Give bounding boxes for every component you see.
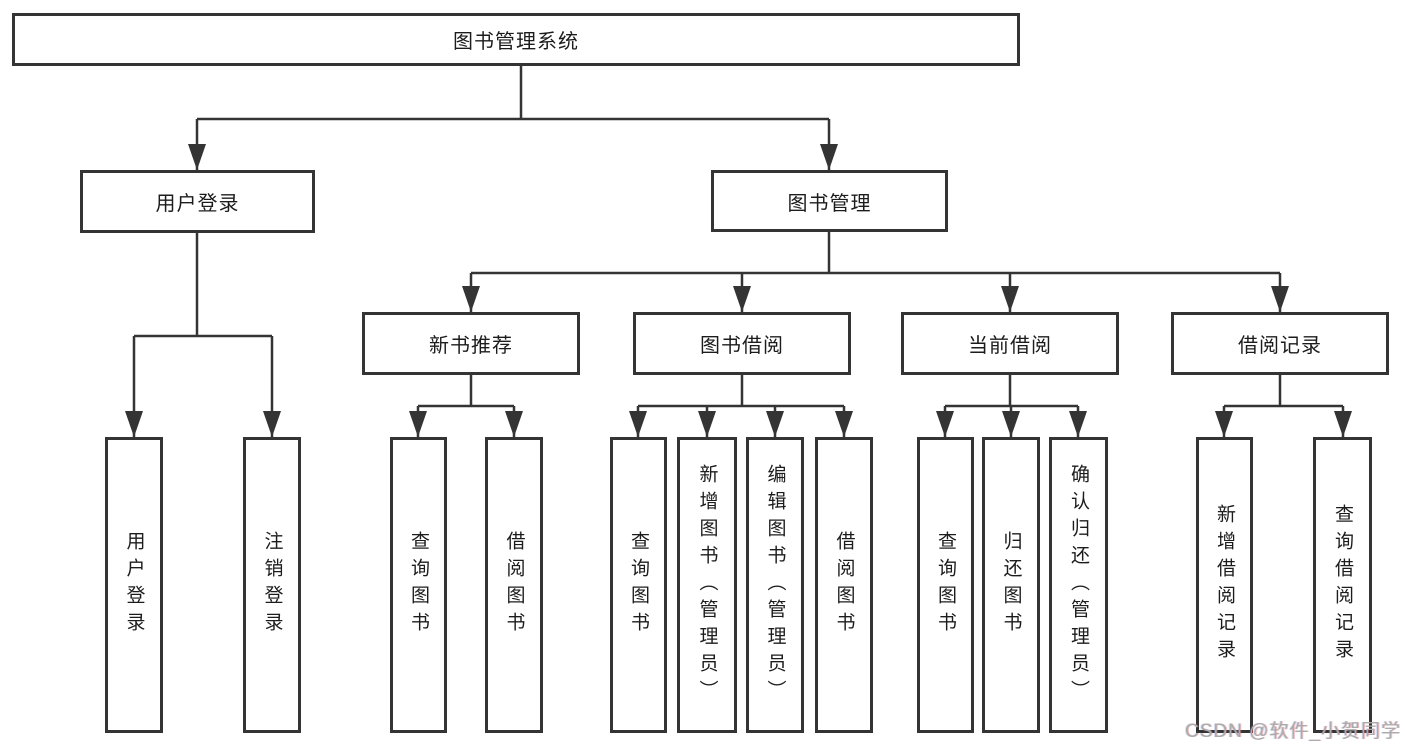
leaf-logout-label: 注销登录 bbox=[261, 531, 283, 639]
node-book-management-label: 图书管理 bbox=[787, 192, 872, 215]
leaf-edit-book: 编辑图书（管理员） bbox=[746, 437, 804, 733]
node-new-book-recommend-label: 新书推荐 bbox=[429, 335, 513, 357]
leaf-add-record-label: 新增借阅记录 bbox=[1214, 504, 1235, 666]
leaf-confirm-return: 确认归还（管理员） bbox=[1049, 437, 1108, 733]
leaf-query-book-1-label: 查询图书 bbox=[408, 531, 429, 639]
leaf-user-login: 用户登录 bbox=[105, 437, 163, 733]
leaf-borrow-book-1: 借阅图书 bbox=[485, 437, 543, 733]
leaf-add-book: 新增图书（管理员） bbox=[677, 437, 737, 733]
leaf-query-book-2-label: 查询图书 bbox=[628, 531, 649, 639]
leaf-user-login-label: 用户登录 bbox=[123, 531, 145, 639]
leaf-borrow-book-1-label: 借阅图书 bbox=[503, 531, 525, 639]
node-user-login: 用户登录 bbox=[80, 170, 315, 233]
leaf-edit-book-label: 编辑图书（管理员） bbox=[764, 463, 786, 707]
node-book-borrow: 图书借阅 bbox=[633, 312, 851, 375]
leaf-query-record-label: 查询借阅记录 bbox=[1332, 504, 1353, 666]
leaf-add-record: 新增借阅记录 bbox=[1196, 437, 1253, 733]
leaf-return-book: 归还图书 bbox=[982, 437, 1040, 733]
leaf-query-book-3-label: 查询图书 bbox=[935, 531, 956, 639]
leaf-borrow-book-2: 借阅图书 bbox=[815, 437, 873, 733]
watermark: CSDN @软件_小贺同学 bbox=[1185, 721, 1401, 742]
leaf-borrow-book-2-label: 借阅图书 bbox=[833, 531, 855, 639]
leaf-return-book-label: 归还图书 bbox=[1000, 531, 1022, 639]
node-user-login-label: 用户登录 bbox=[155, 193, 240, 215]
node-root-label: 图书管理系统 bbox=[453, 31, 579, 53]
node-borrow-records-label: 借阅记录 bbox=[1238, 335, 1322, 357]
node-current-borrow-label: 当前借阅 bbox=[968, 335, 1052, 357]
node-book-management: 图书管理 bbox=[711, 170, 948, 232]
leaf-confirm-return-label: 确认归还（管理员） bbox=[1068, 463, 1089, 707]
leaf-add-book-label: 新增图书（管理员） bbox=[696, 463, 718, 707]
leaf-query-record: 查询借阅记录 bbox=[1313, 437, 1372, 733]
leaf-query-book-2: 查询图书 bbox=[610, 437, 667, 733]
node-root: 图书管理系统 bbox=[12, 13, 1020, 66]
leaf-query-book-3: 查询图书 bbox=[917, 437, 974, 733]
node-borrow-records: 借阅记录 bbox=[1171, 312, 1389, 375]
leaf-logout: 注销登录 bbox=[243, 437, 301, 733]
node-current-borrow: 当前借阅 bbox=[901, 312, 1119, 375]
node-book-borrow-label: 图书借阅 bbox=[700, 335, 784, 357]
node-new-book-recommend: 新书推荐 bbox=[362, 312, 580, 375]
leaf-query-book-1: 查询图书 bbox=[390, 437, 447, 733]
